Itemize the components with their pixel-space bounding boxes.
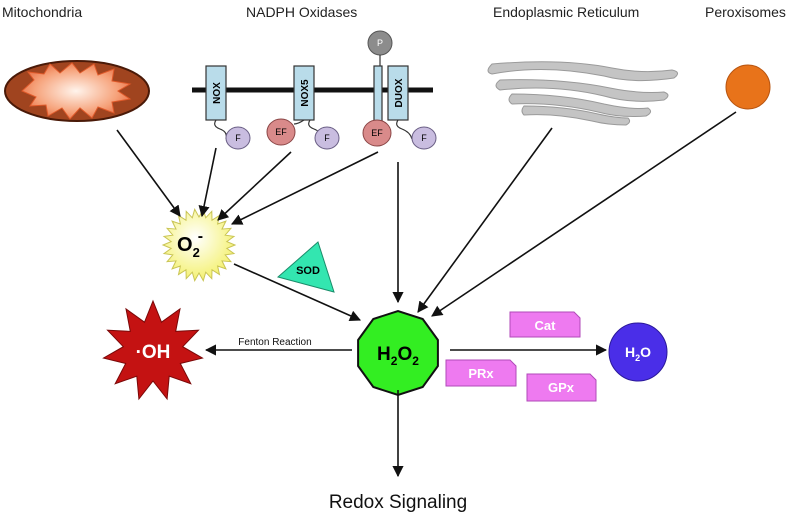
superoxide-node: O2- [161, 208, 237, 282]
svg-text:·OH: ·OH [136, 342, 171, 363]
peroxiredoxin-enzyme: PRx [445, 359, 517, 387]
mitochondrion-icon [4, 60, 150, 122]
duox-ef-domain: EF [371, 128, 383, 138]
catalase-enzyme: Cat [509, 311, 581, 338]
nox5-f-domain: F [324, 133, 330, 143]
h2o2-o: O [397, 344, 412, 365]
arrow-nox5-to-superoxide [217, 151, 292, 221]
nox5-label: NOX5 [300, 79, 311, 107]
water-h: H [625, 344, 635, 360]
h2o2-h: H [377, 344, 391, 365]
duox-f-domain: F [421, 133, 427, 143]
h2o2-sub2: 2 [412, 354, 419, 368]
h2o2-node: H2O2 [357, 309, 439, 397]
svg-text:O2-: O2- [177, 228, 203, 260]
arrow-er-to-h2o2 [417, 127, 553, 313]
sod-enzyme: SOD [276, 241, 335, 293]
arrow-nox-to-superoxide [198, 147, 217, 218]
gpx-label: GPx [548, 380, 575, 395]
water-sub: 2 [635, 353, 640, 363]
arrow-duox-to-superoxide [230, 151, 379, 225]
peroxisome-icon [725, 64, 771, 110]
water-node: H2O [608, 322, 668, 382]
prx-label: PRx [468, 366, 494, 381]
nox5-ef-domain: EF [275, 127, 287, 137]
svg-text:H2O2: H2O2 [377, 344, 419, 368]
arrow-mito-to-superoxide [116, 129, 181, 217]
nox5-protein: NOX5 EF F [266, 65, 340, 150]
header-endoplasmic-reticulum: Endoplasmic Reticulum [493, 4, 639, 20]
duox-label: DUOX [394, 78, 405, 107]
water-o: O [640, 344, 651, 360]
superoxide-sup: - [198, 228, 203, 245]
superoxide-base: O [177, 234, 193, 256]
header-nadph-oxidases: NADPH Oxidases [246, 4, 357, 20]
hydroxyl-dot: · [136, 342, 142, 363]
fenton-reaction-label: Fenton Reaction [238, 337, 311, 348]
hydroxyl-radical-node: ·OH [102, 299, 204, 401]
arrows [116, 111, 737, 478]
nox-f-domain: F [235, 133, 241, 143]
svg-text:H2O: H2O [625, 344, 651, 363]
redox-signaling-label: Redox Signaling [329, 492, 467, 513]
header-mitochondria: Mitochondria [2, 4, 82, 20]
header-peroxisomes: Peroxisomes [705, 4, 786, 20]
duox-protein: P DUOX EF F [362, 30, 437, 150]
nox-label: NOX [212, 82, 223, 104]
sod-label: SOD [296, 265, 320, 277]
glutathione-peroxidase-enzyme: GPx [526, 373, 597, 402]
phospho-label: P [377, 38, 383, 48]
cat-label: Cat [535, 318, 557, 333]
arrow-peroxisome-to-h2o2 [431, 111, 737, 317]
h2o2-sub1: 2 [391, 354, 398, 368]
superoxide-sub: 2 [193, 245, 200, 260]
nox-protein: NOX F [205, 65, 251, 150]
hydroxyl-label: OH [142, 342, 171, 363]
arrow-superoxide-to-h2o2 [233, 263, 362, 322]
endoplasmic-reticulum-icon [487, 61, 678, 126]
